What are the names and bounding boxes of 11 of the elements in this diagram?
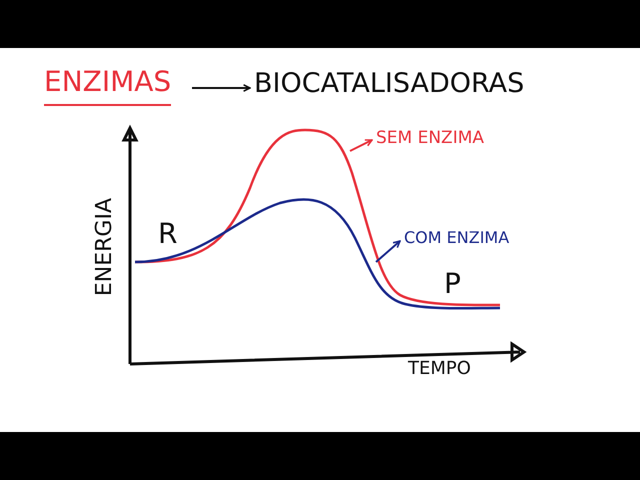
title-text: ENZIMAS xyxy=(44,68,172,106)
arrow xyxy=(192,84,251,92)
leader-line xyxy=(375,240,401,263)
reactant-label: R xyxy=(158,220,178,248)
axis-label: ENERGIA xyxy=(94,198,116,296)
subtitle-text: BIOCATALISADORAS xyxy=(254,70,524,97)
axis-label: TEMPO xyxy=(408,360,471,378)
leader-line xyxy=(350,139,373,152)
curve-label: COM ENZIMA xyxy=(404,230,510,246)
curve-label: SEM ENZIMA xyxy=(376,130,484,147)
product-label: P xyxy=(444,270,461,298)
